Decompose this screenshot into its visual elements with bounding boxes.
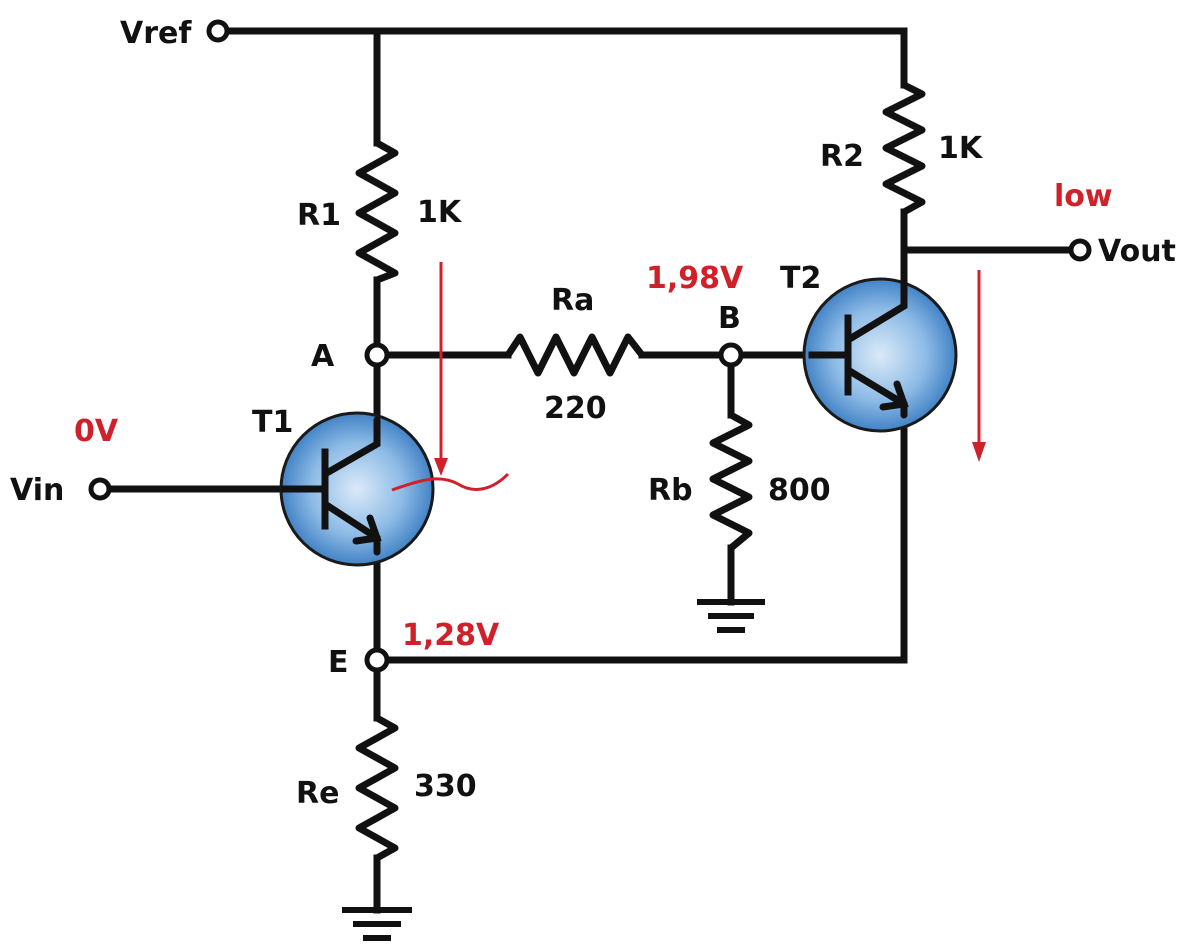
e-voltage-annotation: 1,28V bbox=[402, 618, 500, 653]
vref-rail bbox=[222, 27, 908, 89]
re-ground-icon bbox=[342, 907, 412, 941]
vin-voltage-annotation: 0V bbox=[74, 414, 119, 449]
node-e-icon bbox=[364, 647, 390, 673]
t2-current-arrowhead-icon bbox=[972, 442, 986, 462]
r1-value-label: 1K bbox=[417, 195, 463, 230]
node-b-icon bbox=[718, 342, 744, 368]
node-a-label: A bbox=[311, 339, 335, 374]
vout-label: Vout bbox=[1098, 234, 1176, 269]
cutoff-curve-icon bbox=[391, 472, 510, 492]
node-e-label: E bbox=[328, 645, 349, 680]
t1-transistor bbox=[279, 411, 435, 567]
node-a-icon bbox=[364, 342, 390, 368]
re-resistor bbox=[355, 714, 399, 862]
r2-resistor bbox=[882, 81, 926, 216]
vout-terminal-icon bbox=[1068, 238, 1092, 262]
rb-value-label: 800 bbox=[768, 473, 831, 508]
rb-ground-icon bbox=[697, 599, 765, 633]
t2-label: T2 bbox=[780, 261, 821, 296]
vref-label: Vref bbox=[120, 16, 192, 51]
t2-transistor bbox=[802, 277, 958, 433]
re-value-label: 330 bbox=[414, 769, 477, 804]
vin-terminal-icon bbox=[88, 477, 112, 501]
ra-value-label: 220 bbox=[544, 391, 607, 426]
b-voltage-annotation: 1,98V bbox=[646, 261, 744, 296]
t2-emitter-to-e bbox=[386, 411, 908, 664]
t2-emitter-arrow-icon bbox=[879, 380, 909, 411]
wires bbox=[108, 27, 1074, 914]
t1-current-arrowhead-icon bbox=[434, 458, 448, 476]
t2-body bbox=[802, 277, 958, 433]
t2-collector-leg bbox=[844, 279, 908, 344]
t1-label: T1 bbox=[252, 405, 293, 440]
annotation-marks bbox=[391, 262, 986, 492]
ra-resistor bbox=[504, 333, 646, 377]
rb-name-label: Rb bbox=[648, 473, 693, 508]
r2-value-label: 1K bbox=[938, 131, 984, 166]
re-name-label: Re bbox=[296, 776, 339, 811]
vin-label: Vin bbox=[10, 473, 64, 508]
r1-resistor bbox=[355, 139, 399, 284]
r2-name-label: R2 bbox=[820, 139, 864, 174]
t1-collector-leg bbox=[321, 416, 381, 478]
t1-emitter-arrow-icon bbox=[352, 514, 382, 545]
vref-terminal-icon bbox=[206, 19, 230, 43]
rb-resistor bbox=[709, 411, 753, 552]
node-b-label: B bbox=[718, 301, 741, 336]
output-state-annotation: low bbox=[1054, 179, 1113, 214]
t1-body bbox=[279, 411, 435, 567]
ra-name-label: Ra bbox=[551, 283, 594, 318]
r1-name-label: R1 bbox=[297, 198, 341, 233]
